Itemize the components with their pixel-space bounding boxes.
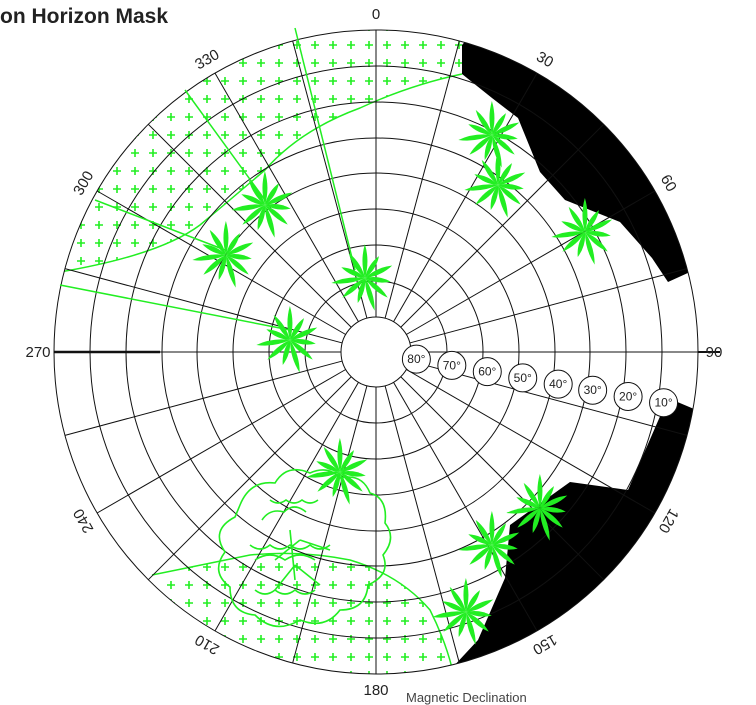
azimuth-label: 150 (530, 631, 560, 658)
azimuth-label: 210 (192, 631, 222, 658)
altitude-bubble (578, 375, 608, 405)
altitude-label: 20° (619, 389, 637, 403)
azimuth-spoke (147, 123, 352, 328)
azimuth-spoke (406, 190, 656, 335)
azimuth-spoke (292, 385, 368, 664)
altitude-bubble (613, 381, 643, 411)
palm-tree-icon (506, 474, 568, 541)
azimuth-spoke (64, 268, 343, 344)
azimuth-label: 180 (363, 682, 388, 699)
palm-tree-icon (231, 171, 293, 238)
altitude-bubble (401, 344, 431, 374)
altitude-label: 30° (584, 383, 602, 397)
palm-trees (192, 101, 613, 645)
altitude-label: 70° (443, 358, 461, 372)
azimuth-label: 0 (372, 6, 380, 23)
altitude-label: 40° (549, 377, 567, 391)
magnetic-declination-label: Magnetic Declination (406, 690, 527, 705)
azimuth-spoke (406, 369, 656, 514)
azimuth-spoke (147, 376, 352, 581)
altitude-bubble (437, 350, 467, 380)
vegetation-obstruction-zone-south (151, 552, 453, 674)
azimuth-spoke (400, 376, 605, 581)
azimuth-spoke (214, 382, 359, 632)
azimuth-label: 300 (70, 168, 97, 198)
azimuth-spokes (54, 30, 698, 674)
altitude-scale: 80° 70° 60° 50° 40° 30° 20° 10° (401, 344, 679, 418)
palm-tree-icon (458, 101, 520, 168)
altitude-label: 60° (478, 365, 496, 379)
palm-tree-icon (256, 306, 318, 373)
altitude-label: 80° (407, 352, 425, 366)
altitude-bubble (543, 369, 573, 399)
azimuth-spoke (96, 369, 346, 514)
azimuth-spoke (400, 123, 605, 328)
azimuth-spoke (393, 382, 538, 632)
azimuth-spoke (393, 72, 538, 322)
azimuth-spoke (214, 72, 359, 322)
altitude-bubble (472, 357, 502, 387)
broadleaf-tree-icon (217, 468, 392, 628)
palm-tree-icon (458, 511, 520, 578)
altitude-bubble (649, 388, 679, 418)
palm-tree-icon (331, 244, 393, 311)
altitude-label: 10° (654, 396, 672, 410)
azimuth-label: 270 (25, 344, 50, 361)
azimuth-spoke (409, 268, 688, 344)
azimuth-label: 240 (70, 506, 97, 536)
vegetation-obstruction-zone-north (54, 30, 463, 273)
palm-tree-icon (432, 578, 494, 645)
azimuth-label: 90 (706, 344, 723, 361)
azimuth-label: 30 (533, 48, 556, 71)
azimuth-spoke (64, 360, 343, 436)
azimuth-label: 120 (655, 506, 682, 536)
altitude-label: 50° (514, 371, 532, 385)
azimuth-spoke (96, 190, 346, 335)
azimuth-label: 60 (657, 172, 680, 195)
palm-tree-icon (464, 151, 526, 218)
altitude-bubble (508, 363, 538, 393)
palm-tree-icon (192, 221, 254, 288)
diagram-title: on Horizon Mask (0, 5, 169, 28)
azimuth-label: 330 (192, 46, 222, 73)
tree-sight-lines (59, 27, 356, 331)
azimuth-spoke (384, 40, 460, 319)
palm-tree-icon (551, 198, 613, 265)
